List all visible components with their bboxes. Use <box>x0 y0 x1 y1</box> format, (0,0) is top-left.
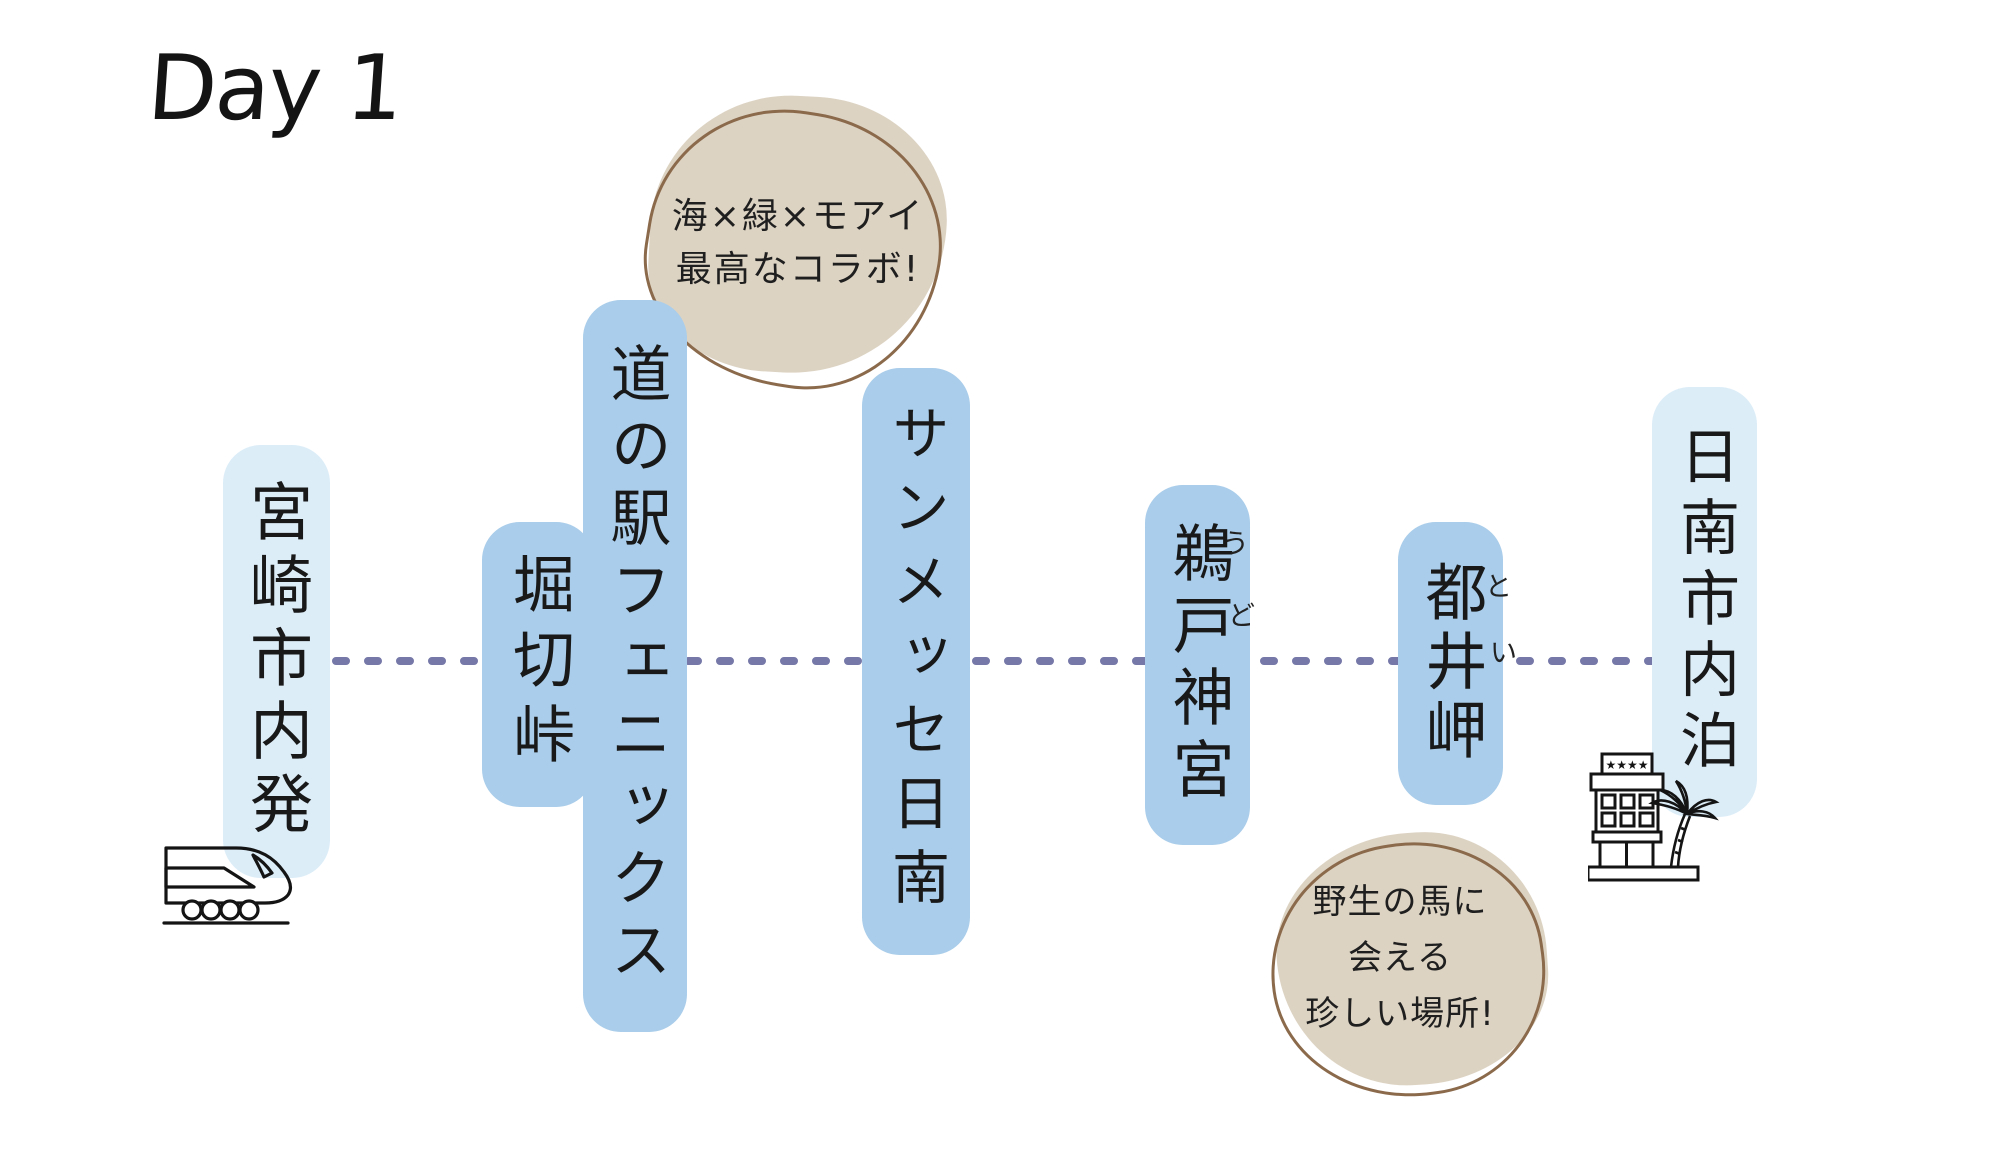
stop-pill-horikiri-pass: 堀切峠 <box>482 522 594 807</box>
callout-line: 会える <box>1348 938 1452 978</box>
callout-line: 珍しい場所! <box>1305 994 1495 1034</box>
callout-moai-text: 海×緑×モアイ 最高なコラボ! <box>650 190 946 296</box>
stop-label: 道の駅フェニックス <box>599 342 671 990</box>
stop-label: サンメッセ日南 <box>882 402 950 921</box>
shinkansen-train-icon <box>160 842 300 926</box>
stop-pill-michinoeki-phoenix: 道の駅フェニックス <box>583 300 687 1032</box>
stop-pill-nichinan-stay: 日南市内泊 <box>1652 387 1757 817</box>
furigana: と <box>1485 572 1512 603</box>
stop-label: 鵜戸神宮 <box>1161 521 1235 809</box>
palm-tree-icon <box>1648 779 1720 868</box>
callout-line: 海×緑×モアイ <box>671 196 925 237</box>
stop-label: 都井岬 <box>1414 560 1488 767</box>
hotel-stars: ★★★★ <box>1605 758 1648 772</box>
stop-pill-toi-misaki: 都井岬 と い <box>1398 522 1517 805</box>
callout-line: 野生の馬に <box>1312 882 1488 922</box>
furigana: う <box>1222 529 1249 560</box>
stop-pill-udo-jingu: 鵜戸神宮 う ど <box>1145 485 1255 845</box>
stop-pill-miyazaki-departure: 宮崎市内発 <box>223 445 330 878</box>
callout-horse-text: 野生の馬に 会える 珍しい場所! <box>1265 874 1535 1042</box>
stop-pill-sun-messe-nichinan: サンメッセ日南 <box>862 368 970 955</box>
furigana: ど <box>1228 601 1255 632</box>
stop-label: 堀切峠 <box>502 552 575 777</box>
furigana: い <box>1490 638 1517 669</box>
stop-label: 宮崎市内発 <box>240 479 313 844</box>
stop-label: 日南市内泊 <box>1669 424 1740 780</box>
hotel-building-icon: ★★★★ <box>1588 752 1720 884</box>
callout-line: 最高なコラボ! <box>675 249 921 290</box>
